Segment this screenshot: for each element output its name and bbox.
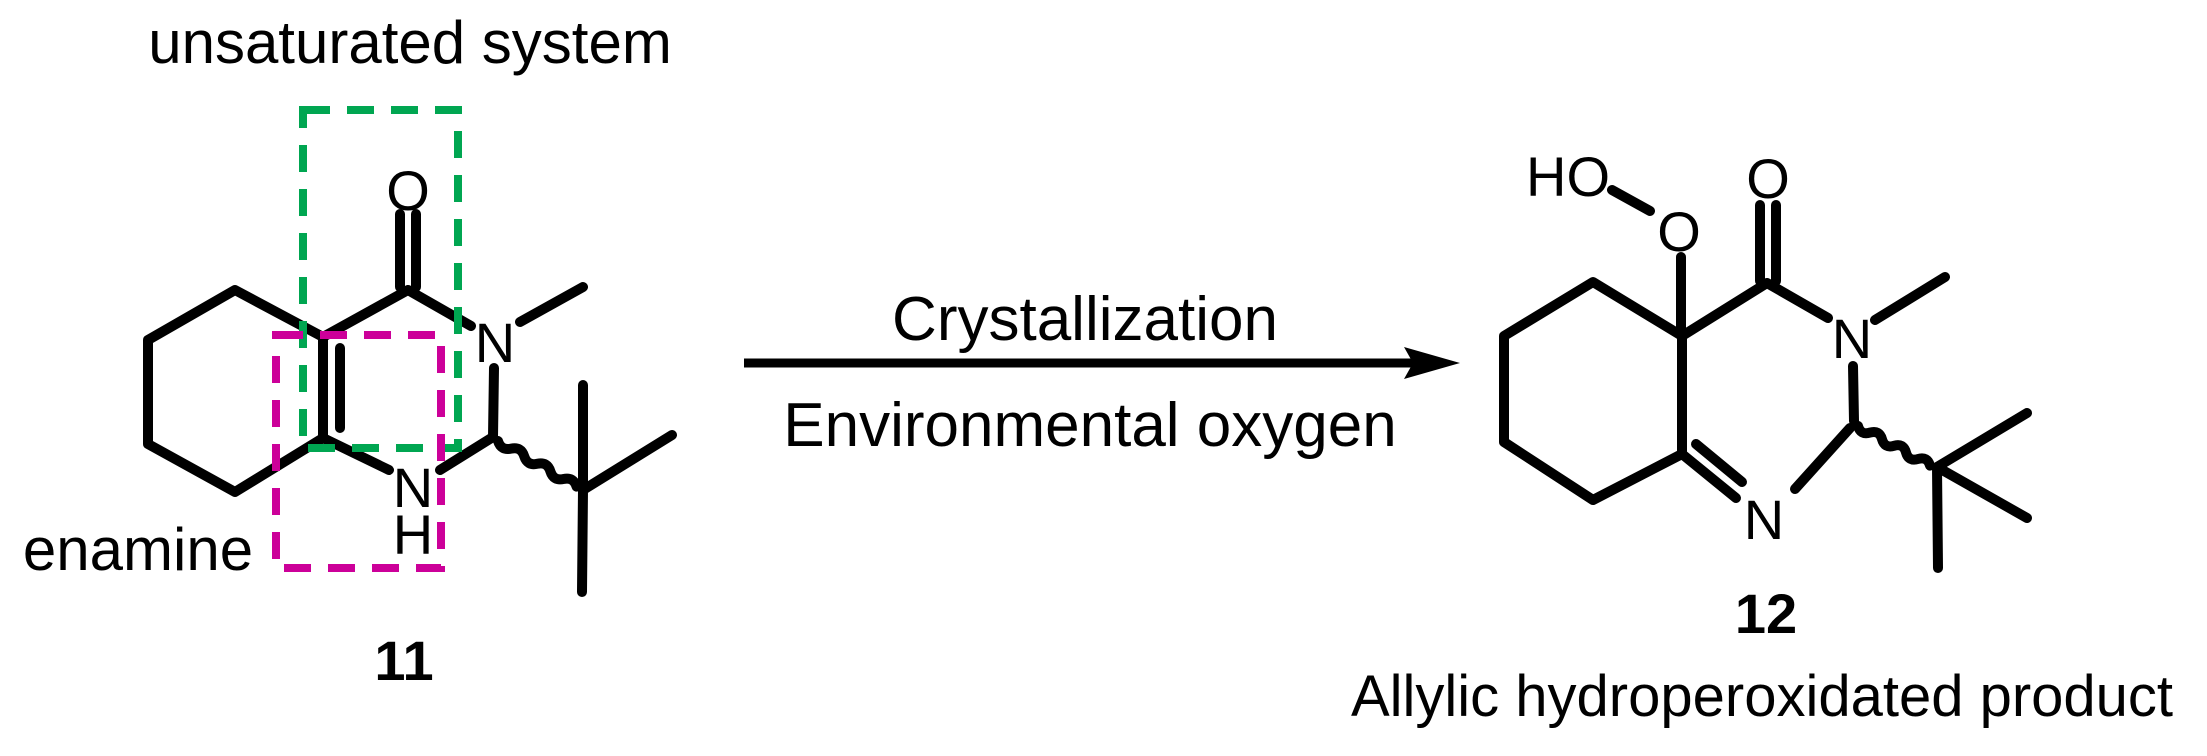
compound-11-structure: O N N H xyxy=(143,159,677,597)
atom-nh-hydrogen-11: H xyxy=(393,503,433,566)
compound-12-caption: Allylic hydroperoxidated product xyxy=(1351,664,2173,729)
enamine-label: enamine xyxy=(23,516,253,583)
unsaturated-system-box xyxy=(299,106,462,452)
reaction-arrow xyxy=(744,347,1460,379)
tert-butyl-bonds-12 xyxy=(1932,408,2032,573)
cyclohexane-ring-11 xyxy=(143,285,328,497)
condition-top-label: Crystallization xyxy=(892,285,1278,354)
compound-12-number: 12 xyxy=(1735,582,1797,645)
carbonyl-double-bond-12 xyxy=(1755,200,1781,286)
atom-hydroperoxide-ho-12: HO xyxy=(1526,145,1610,208)
unsaturated-system-label: unsaturated system xyxy=(148,9,672,76)
hydroperoxide-bonds-12 xyxy=(1607,185,1686,341)
atom-nh-nitrogen-11: N xyxy=(393,456,433,519)
wavy-stereo-bond-11 xyxy=(493,436,582,492)
enamine-double-bond xyxy=(318,332,345,443)
atom-n-methyl-nitrogen-12: N xyxy=(1832,307,1872,370)
atom-carbonyl-oxygen-12: O xyxy=(1746,147,1790,210)
imine-double-bond-12 xyxy=(1677,439,1747,503)
cyclohexane-ring-12 xyxy=(1499,277,1687,505)
compound-12-structure: HO O O N N xyxy=(1499,145,2032,573)
pyrimidine-ring-bonds-12 xyxy=(1677,272,1950,494)
tert-butyl-bonds-11 xyxy=(577,380,677,597)
atom-imine-nitrogen-12: N xyxy=(1744,488,1784,551)
compound-11-number: 11 xyxy=(374,629,433,692)
carbonyl-double-bond-11 xyxy=(395,209,421,292)
condition-bottom-label: Environmental oxygen xyxy=(783,391,1396,460)
atom-hydroperoxide-o-12: O xyxy=(1657,200,1701,263)
atom-carbonyl-oxygen-11: O xyxy=(386,159,430,222)
arrow-head xyxy=(1404,347,1460,379)
wavy-stereo-bond-12 xyxy=(1853,421,1935,471)
enamine-box xyxy=(272,331,445,572)
pyrimidinone-ring-bonds-11 xyxy=(318,282,588,475)
atom-n-methyl-nitrogen-11: N xyxy=(475,311,515,374)
